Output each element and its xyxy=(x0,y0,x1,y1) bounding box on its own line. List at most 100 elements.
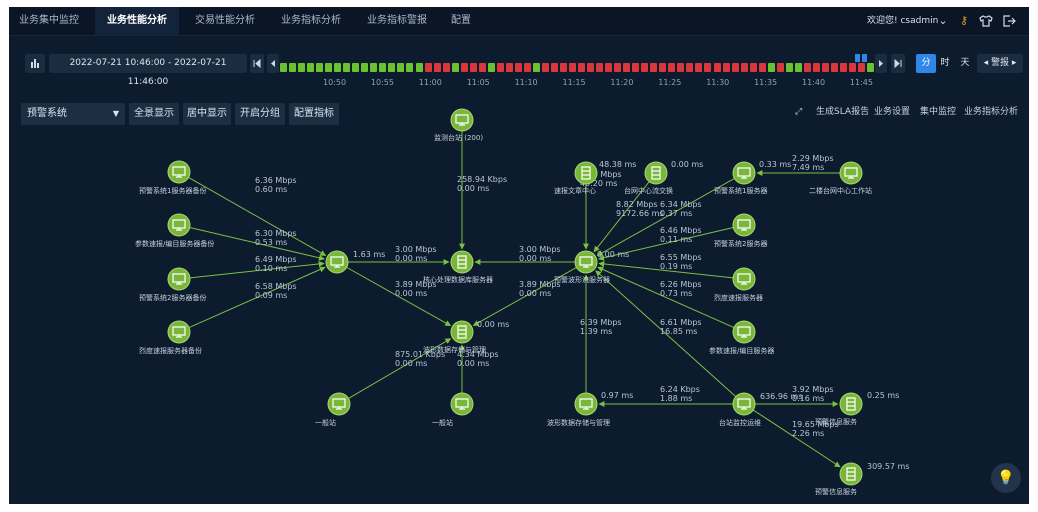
status-block[interactable] xyxy=(731,63,739,72)
status-block[interactable] xyxy=(695,63,703,72)
status-block[interactable] xyxy=(415,63,423,72)
node-circle[interactable] xyxy=(732,267,756,291)
status-block[interactable] xyxy=(578,63,585,72)
status-block[interactable] xyxy=(334,63,342,72)
tab-business-performance[interactable]: 业务性能分析 xyxy=(95,7,179,35)
business-settings-link[interactable]: 业务设置 xyxy=(874,107,911,117)
node-circle[interactable] xyxy=(450,320,474,344)
edge-line[interactable] xyxy=(189,260,325,279)
monitor-node[interactable]: 参数速报/编目服务器 xyxy=(709,320,774,355)
shirt-icon[interactable] xyxy=(979,14,993,28)
status-block[interactable] xyxy=(424,63,432,72)
node-circle[interactable] xyxy=(839,462,863,486)
node-circle[interactable] xyxy=(574,250,598,274)
status-block[interactable] xyxy=(668,63,676,72)
metric-analysis-link[interactable]: 业务指标分析 xyxy=(964,107,1019,117)
status-block[interactable] xyxy=(569,63,576,72)
status-block[interactable] xyxy=(641,63,649,72)
node-circle[interactable] xyxy=(167,267,191,291)
status-block[interactable] xyxy=(623,63,631,72)
status-block[interactable] xyxy=(587,63,594,72)
status-block[interactable] xyxy=(867,63,874,72)
edge-line[interactable] xyxy=(188,177,327,257)
edge-line[interactable] xyxy=(752,409,841,468)
node-circle[interactable] xyxy=(732,213,756,237)
status-block[interactable] xyxy=(397,63,405,72)
status-block[interactable] xyxy=(767,63,775,72)
status-block[interactable] xyxy=(433,63,441,72)
status-block[interactable] xyxy=(541,63,549,72)
server-node[interactable]: 预警信息服务 xyxy=(815,462,863,496)
chevron-down-icon[interactable]: ⌄ xyxy=(938,14,948,27)
edge-line[interactable] xyxy=(598,227,734,261)
node-circle[interactable] xyxy=(325,250,349,274)
status-block[interactable] xyxy=(370,63,378,72)
status-block[interactable] xyxy=(487,63,495,72)
lightbulb-icon[interactable]: 💡 xyxy=(991,463,1021,493)
status-block[interactable] xyxy=(650,63,658,72)
node-circle[interactable] xyxy=(167,213,191,237)
edge-line[interactable] xyxy=(188,266,326,329)
status-block[interactable] xyxy=(469,63,477,72)
status-block[interactable] xyxy=(406,63,414,72)
monitor-node[interactable]: 一般站 xyxy=(315,392,351,427)
granularity-minute[interactable]: 分 xyxy=(916,54,936,73)
config-metric-button[interactable]: 配置指标 xyxy=(289,103,339,125)
status-block[interactable] xyxy=(442,63,450,72)
node-circle[interactable] xyxy=(839,161,863,185)
status-block[interactable] xyxy=(307,63,315,72)
node-circle[interactable] xyxy=(644,161,668,185)
status-block[interactable] xyxy=(794,63,802,72)
first-page-icon[interactable] xyxy=(250,54,264,73)
status-block[interactable] xyxy=(532,63,540,72)
system-select[interactable]: 预警系统 ▼ xyxy=(21,103,125,125)
status-block[interactable] xyxy=(460,63,468,72)
status-block[interactable] xyxy=(496,63,504,72)
status-block[interactable] xyxy=(289,63,296,72)
monitor-node[interactable]: 参数速报/编目服务器备份 xyxy=(135,213,214,248)
monitor-node[interactable]: 预警波形流服务器 xyxy=(554,250,610,284)
monitor-node[interactable]: 烈度速报服务器 xyxy=(714,267,763,302)
status-block[interactable] xyxy=(614,63,622,72)
expand-icon[interactable]: ⤢ xyxy=(795,107,803,117)
edge-line[interactable] xyxy=(593,181,650,253)
node-circle[interactable] xyxy=(839,392,863,416)
chart-icon[interactable] xyxy=(25,54,45,73)
status-block[interactable] xyxy=(659,63,667,72)
status-block[interactable] xyxy=(785,63,793,72)
tab-business-monitor[interactable]: 业务集中监控 xyxy=(19,15,79,26)
granularity-day[interactable]: 天 xyxy=(960,58,970,68)
status-blocks[interactable] xyxy=(280,63,876,73)
monitor-node[interactable]: 波形数据存储与管理 xyxy=(547,392,610,427)
status-block[interactable] xyxy=(298,63,306,72)
status-block[interactable] xyxy=(325,63,333,72)
edge-line[interactable] xyxy=(596,177,735,257)
status-block[interactable] xyxy=(514,63,522,72)
status-block[interactable] xyxy=(605,63,613,72)
status-block[interactable] xyxy=(776,63,784,72)
status-block[interactable] xyxy=(559,63,567,72)
status-block[interactable] xyxy=(388,63,396,72)
node-circle[interactable] xyxy=(450,108,474,132)
server-node[interactable]: 核心处理数据库服务器 xyxy=(423,250,493,284)
edge-line[interactable] xyxy=(348,338,452,399)
key-icon[interactable]: ⚷ xyxy=(959,14,969,27)
status-block[interactable] xyxy=(280,63,287,72)
status-block[interactable] xyxy=(758,63,766,72)
status-block[interactable] xyxy=(713,63,721,72)
edge-line[interactable] xyxy=(598,260,734,279)
server-node[interactable]: 台网中心流交换 xyxy=(624,161,673,195)
status-block[interactable] xyxy=(316,63,324,72)
node-circle[interactable] xyxy=(327,392,351,416)
status-block[interactable] xyxy=(677,63,685,72)
node-circle[interactable] xyxy=(732,320,756,344)
server-node[interactable]: 波形数据存储与管理 xyxy=(423,320,486,354)
status-block[interactable] xyxy=(343,63,351,72)
last-page-icon[interactable] xyxy=(891,54,905,73)
monitor-node[interactable]: 预警系统1服务器 xyxy=(714,161,767,195)
status-block[interactable] xyxy=(857,63,865,72)
monitor-node[interactable]: 监测台站 (200) xyxy=(434,108,483,142)
panorama-button[interactable]: 全景显示 xyxy=(129,103,179,125)
status-block[interactable] xyxy=(686,63,694,72)
